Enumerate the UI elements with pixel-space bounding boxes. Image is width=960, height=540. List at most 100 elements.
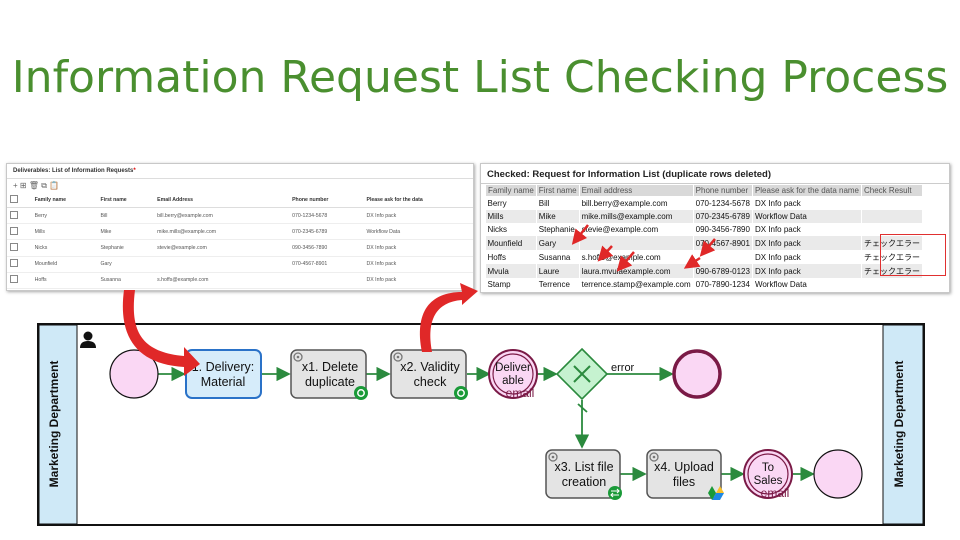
table-cell: DX Info pack bbox=[363, 207, 473, 225]
table-cell: Susanna bbox=[97, 272, 155, 289]
table-cell: bill.berry@example.com bbox=[154, 207, 290, 225]
column-header: Email address bbox=[578, 184, 694, 197]
service-badge-icon bbox=[354, 386, 368, 400]
lane-label-right: Marketing Department bbox=[892, 361, 906, 488]
svg-text:Sales: Sales bbox=[754, 475, 783, 487]
task-list-file-creation[interactable]: x3. List file creation bbox=[545, 449, 621, 499]
check-result-cell bbox=[861, 210, 923, 223]
table-cell bbox=[289, 272, 364, 289]
add-row-icon[interactable]: + bbox=[13, 181, 18, 190]
svg-text:files: files bbox=[673, 475, 695, 489]
table-row[interactable]: MvulaLauralaura.mvulaexample.com090-6789… bbox=[7, 288, 473, 290]
row-checkbox[interactable] bbox=[10, 210, 18, 219]
row-checkbox[interactable] bbox=[10, 242, 18, 251]
check-result-cell bbox=[861, 278, 923, 291]
insert-row-icon[interactable]: ⊞ bbox=[19, 181, 27, 190]
table-cell: Mills bbox=[31, 223, 98, 241]
event-deliverable-email[interactable]: Deliver able email bbox=[488, 349, 538, 400]
table-cell: Bill bbox=[536, 196, 580, 210]
table-cell: laura.mvulaexample.com bbox=[154, 288, 290, 290]
row-checkbox[interactable] bbox=[10, 259, 18, 268]
table-cell: DX Info pack bbox=[752, 250, 863, 264]
table-cell: Mounfield bbox=[485, 236, 537, 250]
column-header: Family name bbox=[485, 184, 537, 197]
check-result-cell: チェックエラー bbox=[861, 250, 923, 264]
event-to-sales-email[interactable]: To Sales email bbox=[743, 449, 793, 500]
table-cell: stevie@example.com bbox=[154, 239, 290, 257]
select-all-checkbox[interactable] bbox=[10, 195, 18, 203]
task-upload-files[interactable]: x4. Upload files bbox=[646, 449, 722, 499]
table-cell: DX Info pack bbox=[363, 239, 473, 257]
table-cell: terrence.stamp@example.com bbox=[579, 278, 694, 291]
table-cell: Mvula bbox=[485, 264, 537, 278]
column-header: Family name bbox=[31, 193, 98, 208]
table-cell: mike.mills@example.com bbox=[579, 210, 694, 223]
svg-text:Deliver: Deliver bbox=[495, 362, 531, 374]
paste-row-icon[interactable]: 📋 bbox=[49, 181, 60, 190]
row-checkbox[interactable] bbox=[10, 275, 18, 284]
table-toolbar: + ⊞ 🗑 ⧉ 📋 bbox=[7, 179, 473, 193]
error-highlight-box bbox=[880, 234, 946, 276]
row-checkbox[interactable] bbox=[10, 226, 18, 235]
table-cell: bill.berry@example.com bbox=[579, 196, 694, 210]
task-delete-duplicate[interactable]: x1. Delete duplicate bbox=[290, 349, 367, 399]
table-cell: 090-3456-7890 bbox=[693, 223, 753, 236]
end-event-error[interactable] bbox=[672, 349, 722, 399]
svg-text:x3. List file: x3. List file bbox=[554, 460, 613, 474]
table-cell: Berry bbox=[31, 207, 98, 225]
table-cell: 070-2345-6789 bbox=[693, 210, 753, 223]
table-cell bbox=[154, 256, 290, 273]
google-drive-icon bbox=[708, 486, 724, 500]
column-header: First name bbox=[535, 184, 580, 197]
gear-icon bbox=[548, 452, 558, 462]
task-delivery-material[interactable]: 1. Delivery: Material bbox=[185, 349, 262, 399]
table-cell: 070-1234-5678 bbox=[693, 196, 753, 210]
lane-label-left: Marketing Department bbox=[47, 361, 61, 488]
table-cell: mike.mills@example.com bbox=[154, 223, 290, 241]
table-cell: Mvula bbox=[31, 288, 98, 290]
table-cell: Mills bbox=[485, 210, 537, 223]
task-validity-check[interactable]: x2. Validity check bbox=[390, 349, 467, 399]
svg-text:able: able bbox=[502, 375, 524, 387]
table-cell: Stephanie bbox=[97, 239, 155, 257]
check-result-cell bbox=[861, 223, 923, 236]
default-flow-slash bbox=[577, 403, 588, 413]
svg-text:email: email bbox=[761, 486, 790, 500]
table-cell: Workflow Data bbox=[752, 278, 863, 291]
check-result-cell: チェックエラー bbox=[861, 264, 923, 278]
service-badge-icon bbox=[454, 386, 468, 400]
deliverables-panel: Deliverables: List of Information Reques… bbox=[6, 163, 474, 291]
end-event[interactable] bbox=[813, 449, 863, 499]
gear-icon bbox=[293, 352, 303, 362]
svg-text:x2. Validity: x2. Validity bbox=[400, 360, 460, 374]
table-cell: Nicks bbox=[31, 239, 98, 257]
table-cell: Hoffs bbox=[31, 272, 98, 289]
svg-text:Material: Material bbox=[201, 375, 245, 389]
table-cell: Mike bbox=[536, 210, 580, 223]
table-cell: Laura bbox=[97, 288, 155, 290]
lane-header-left bbox=[38, 324, 78, 525]
start-event[interactable] bbox=[109, 349, 159, 399]
page-title: Information Request List Checking Proces… bbox=[11, 52, 949, 103]
table-cell: Workflow Data bbox=[363, 223, 473, 241]
table-cell: Gary bbox=[97, 256, 155, 273]
check-result-cell: チェックエラー bbox=[861, 236, 923, 250]
svg-text:check: check bbox=[414, 375, 447, 389]
table-cell: DX Info pack bbox=[363, 272, 473, 289]
table-cell: s.hoffs@example.com bbox=[154, 272, 290, 289]
exclusive-gateway[interactable] bbox=[555, 347, 609, 401]
copy-row-icon[interactable]: ⧉ bbox=[41, 181, 47, 190]
table-cell: Laure bbox=[536, 264, 580, 278]
svg-text:email: email bbox=[506, 386, 535, 400]
delete-row-icon[interactable]: 🗑 bbox=[28, 181, 39, 190]
svg-text:To: To bbox=[762, 462, 774, 474]
